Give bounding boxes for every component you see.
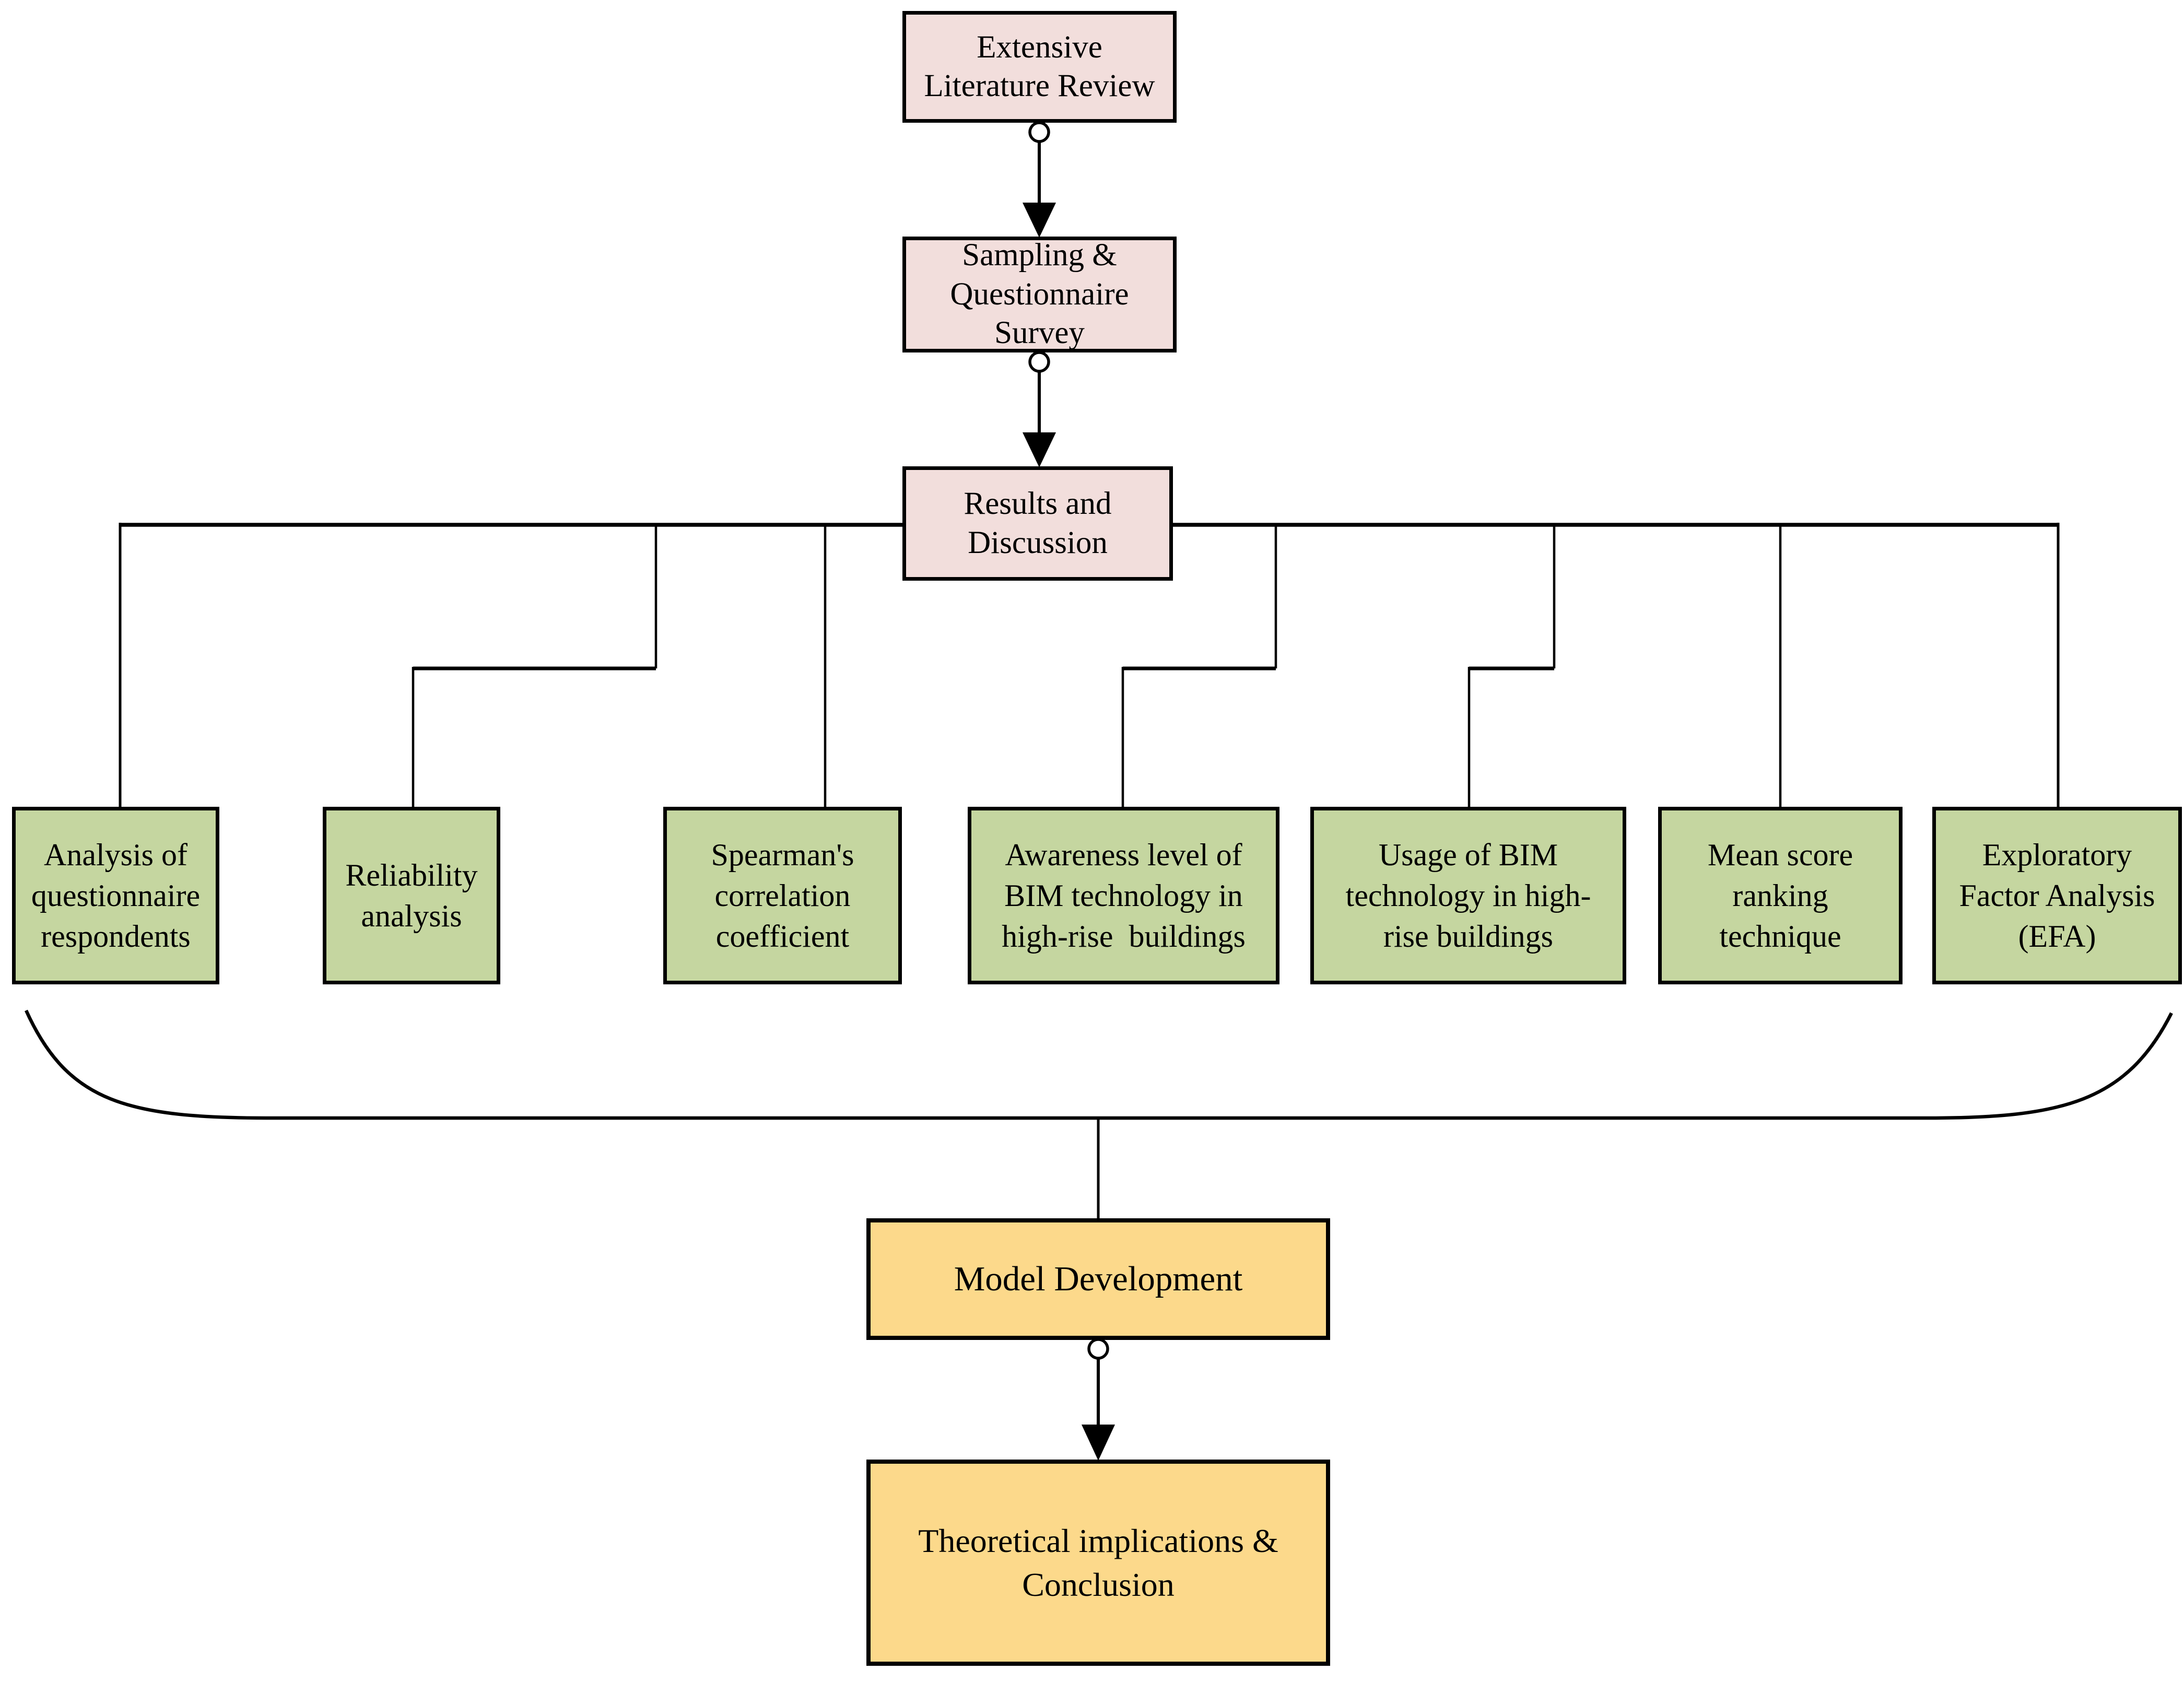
node-awareness-level: Awareness level of BIM technology in hig… bbox=[968, 807, 1279, 984]
node-sampling-survey: Sampling & Questionnaire Survey bbox=[902, 237, 1177, 352]
node-analysis-respondents: Analysis of questionnaire respondents bbox=[12, 807, 219, 984]
node-literature-review: Extensive Literature Review bbox=[902, 11, 1177, 123]
connector-circle-sampling bbox=[1028, 351, 1050, 373]
node-model-development: Model Development bbox=[866, 1218, 1330, 1340]
node-results-discussion: Results and Discussion bbox=[902, 466, 1173, 581]
node-spearmans-correlation: Spearman's correlation coefficient bbox=[663, 807, 902, 984]
node-theoretical-conclusion: Theoretical implications & Conclusion bbox=[866, 1460, 1330, 1666]
arrowhead-down-results bbox=[1023, 432, 1056, 467]
node-bim-usage: Usage of BIM technology in high- rise bu… bbox=[1310, 807, 1626, 984]
node-mean-score-ranking: Mean score ranking technique bbox=[1658, 807, 1903, 984]
arrowhead-down-conclusion bbox=[1082, 1425, 1115, 1461]
node-reliability-analysis: Reliability analysis bbox=[323, 807, 500, 984]
node-efa: Exploratory Factor Analysis (EFA) bbox=[1932, 807, 2182, 984]
connector-circle-model bbox=[1087, 1338, 1109, 1360]
arrowhead-down-sampling bbox=[1023, 203, 1056, 238]
connector-circle-literature bbox=[1028, 121, 1050, 143]
